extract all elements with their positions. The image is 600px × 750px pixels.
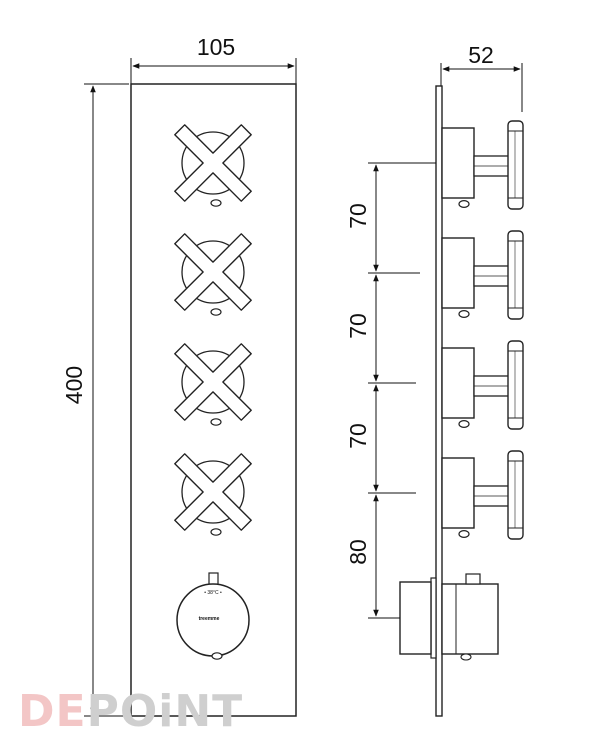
depth-dimension: 52	[440, 42, 523, 112]
spacing-dimension-chain: 70 70 70 80	[345, 162, 436, 619]
width-dimension: 105	[130, 34, 297, 84]
spacing-label-1: 70	[345, 203, 371, 229]
side-view: 52 70 70	[345, 42, 524, 717]
spacing-label-4: 80	[345, 539, 371, 565]
side-valve-unit	[441, 120, 524, 210]
thermostat-side-body	[399, 573, 499, 661]
height-dimension: 400	[61, 83, 129, 717]
front-view: 105 400 • 38°C • treemme	[61, 34, 297, 717]
thermostat-temp-label: • 38°C •	[204, 590, 222, 596]
side-plate	[435, 85, 443, 717]
depth-dimension-label: 52	[468, 42, 494, 68]
watermark-logo: DEPOiNT	[18, 686, 243, 737]
watermark-part-2: POiNT	[87, 686, 244, 737]
side-valve-unit	[441, 340, 524, 430]
svg-text:DEPOiNT: DEPOiNT	[18, 686, 243, 737]
side-valve-unit	[441, 450, 524, 540]
thermostat-knob-icon: • 38°C • treemme	[176, 572, 250, 660]
thermostat-brand-label: treemme	[199, 616, 220, 622]
spacing-label-3: 70	[345, 423, 371, 449]
width-dimension-label: 105	[197, 34, 235, 60]
watermark-part-1: DE	[18, 686, 87, 737]
height-dimension-label: 400	[61, 366, 87, 404]
spacing-label-2: 70	[345, 313, 371, 339]
side-valve-unit	[441, 230, 524, 320]
